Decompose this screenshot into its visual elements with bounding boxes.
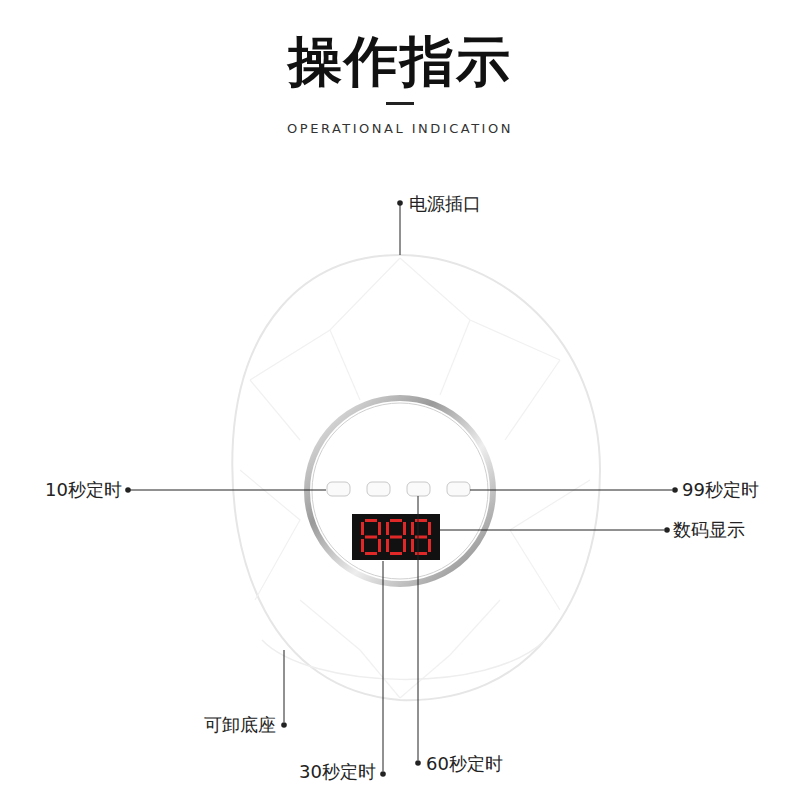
- title-bar: [386, 102, 414, 105]
- callout-label: 30秒定时: [299, 761, 376, 783]
- timer-buttons: [327, 482, 470, 496]
- digital-display: [352, 514, 440, 560]
- facet-lines: [240, 258, 590, 698]
- seven-segment: [361, 519, 381, 555]
- callout-label: 10秒定时: [45, 479, 122, 501]
- page-title: 操作指示: [288, 30, 512, 95]
- leader-dots: [125, 200, 678, 777]
- seven-segment: [411, 519, 431, 555]
- callout-label: 可卸底座: [204, 714, 276, 736]
- seven-segment: [386, 519, 406, 555]
- base-seam: [262, 640, 545, 679]
- lamp-body: [232, 255, 600, 700]
- ring-inner: [312, 403, 488, 579]
- subtitle: OPERATIONAL INDICATION: [287, 121, 513, 137]
- chrome-ring: [307, 398, 493, 584]
- callout-label: 60秒定时: [426, 753, 503, 775]
- callout-label: 数码显示: [673, 519, 745, 541]
- callout-label: 99秒定时: [682, 479, 759, 501]
- leader-lines: [130, 203, 672, 771]
- callout-label: 电源插口: [409, 193, 481, 215]
